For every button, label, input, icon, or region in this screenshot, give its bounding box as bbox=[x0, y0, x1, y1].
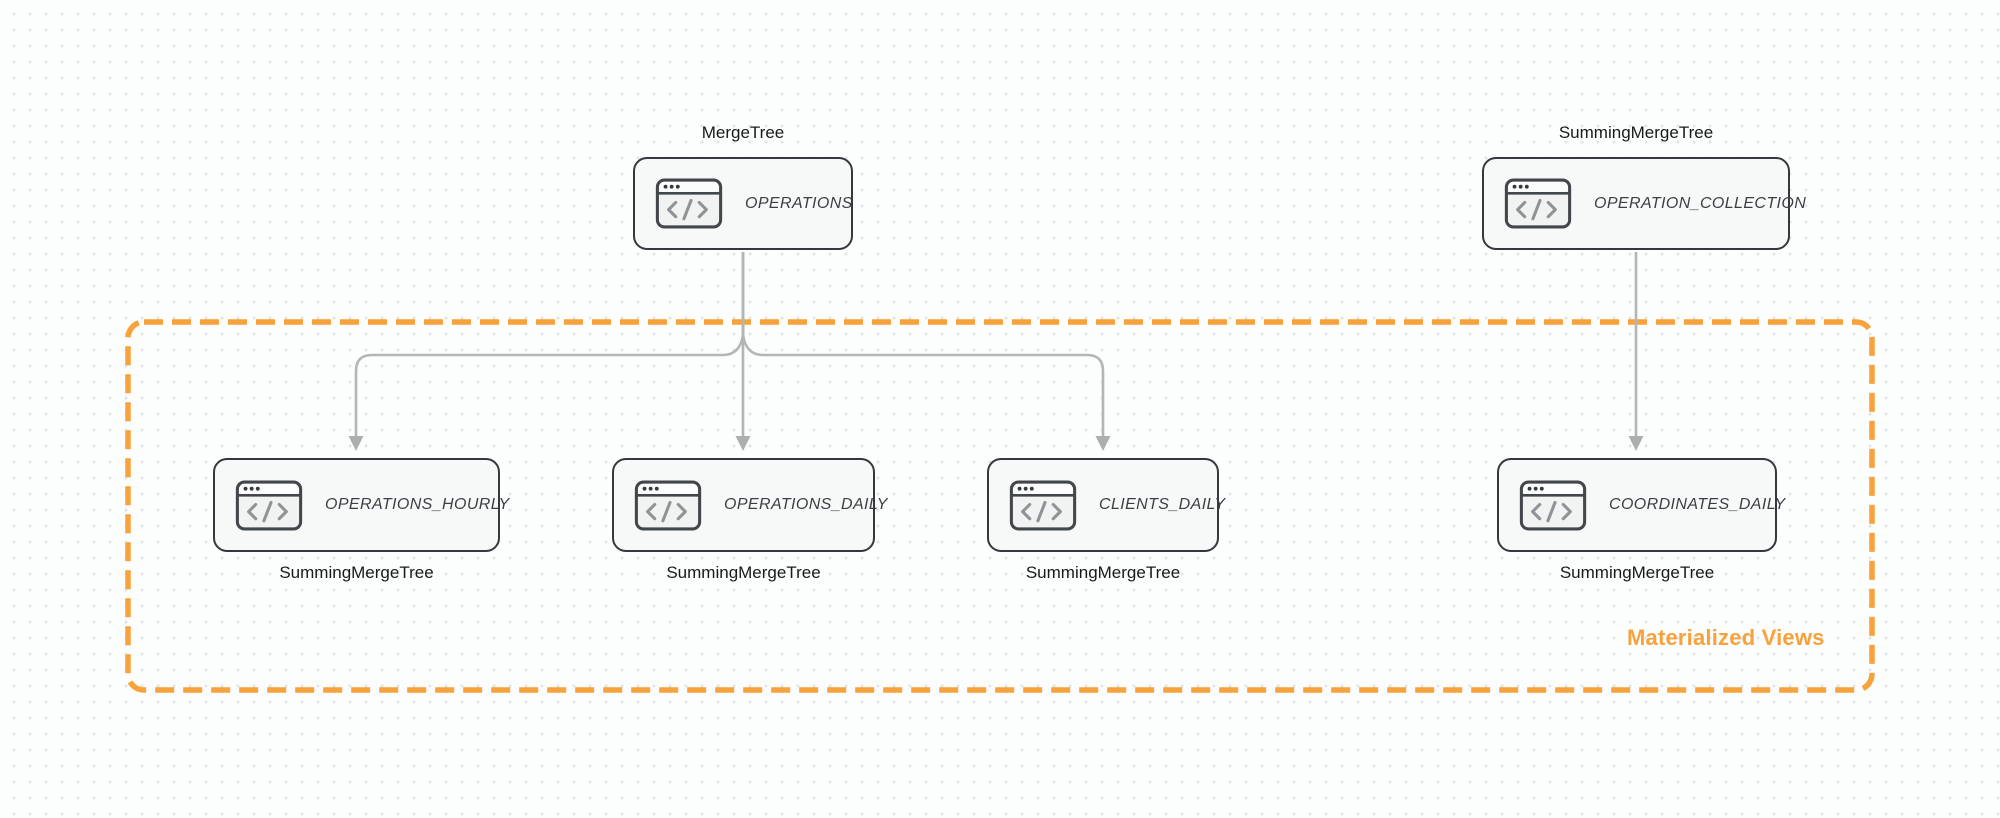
node-name: OPERATIONS bbox=[745, 194, 853, 212]
engine-label: SummingMergeTree bbox=[666, 563, 821, 582]
edge-operations-to-operations-hourly bbox=[348, 252, 745, 451]
code-window-icon bbox=[235, 480, 303, 531]
code-window-icon bbox=[1519, 480, 1587, 531]
code-window-icon bbox=[655, 178, 723, 229]
engine-label: SummingMergeTree bbox=[1025, 563, 1181, 582]
code-window-icon bbox=[1009, 480, 1077, 531]
engine-label: SummingMergeTree bbox=[1558, 123, 1714, 142]
engine-label: SummingMergeTree bbox=[1559, 563, 1715, 582]
node-operations[interactable]: MergeTree OPERATION bbox=[633, 123, 853, 250]
engine-label: SummingMergeTree bbox=[279, 563, 434, 582]
node-name: OPERATIONS_DAILY bbox=[724, 496, 888, 513]
edge-operation-collection-to-coordinates-daily bbox=[1628, 252, 1644, 451]
node-operations-daily[interactable]: SummingMergeTree OP bbox=[612, 458, 887, 582]
node-card[interactable]: OPERATIONS_DAILY bbox=[612, 458, 887, 552]
node-name: OPERATION_COLLECTION bbox=[1594, 194, 1807, 212]
node-name: OPERATIONS_HOURLY bbox=[325, 496, 510, 513]
node-coordinates-daily[interactable]: SummingMergeTree CO bbox=[1497, 458, 1785, 582]
node-card[interactable]: OPERATION_COLLECTION bbox=[1482, 157, 1806, 250]
node-name: COORDINATES_DAILY bbox=[1609, 496, 1786, 513]
node-operations-hourly[interactable]: SummingMergeTree OP bbox=[213, 458, 509, 582]
node-clients-daily[interactable]: SummingMergeTree CL bbox=[987, 458, 1225, 582]
node-card[interactable]: OPERATIONS_HOURLY bbox=[213, 458, 509, 552]
engine-label: MergeTree bbox=[701, 123, 785, 142]
node-operation-collection[interactable]: SummingMergeTree OP bbox=[1482, 123, 1806, 250]
node-card[interactable]: OPERATIONS bbox=[633, 157, 853, 250]
edge-operations-to-clients-daily bbox=[741, 252, 1111, 451]
materialized-views-label: Materialized Views bbox=[1627, 625, 1825, 650]
node-card[interactable]: COORDINATES_DAILY bbox=[1497, 458, 1785, 552]
code-window-icon bbox=[634, 480, 702, 531]
edge-operations-to-operations-daily bbox=[735, 252, 751, 451]
code-window-icon bbox=[1504, 178, 1572, 229]
node-name: CLIENTS_DAILY bbox=[1099, 496, 1226, 513]
node-card[interactable]: CLIENTS_DAILY bbox=[987, 458, 1225, 552]
